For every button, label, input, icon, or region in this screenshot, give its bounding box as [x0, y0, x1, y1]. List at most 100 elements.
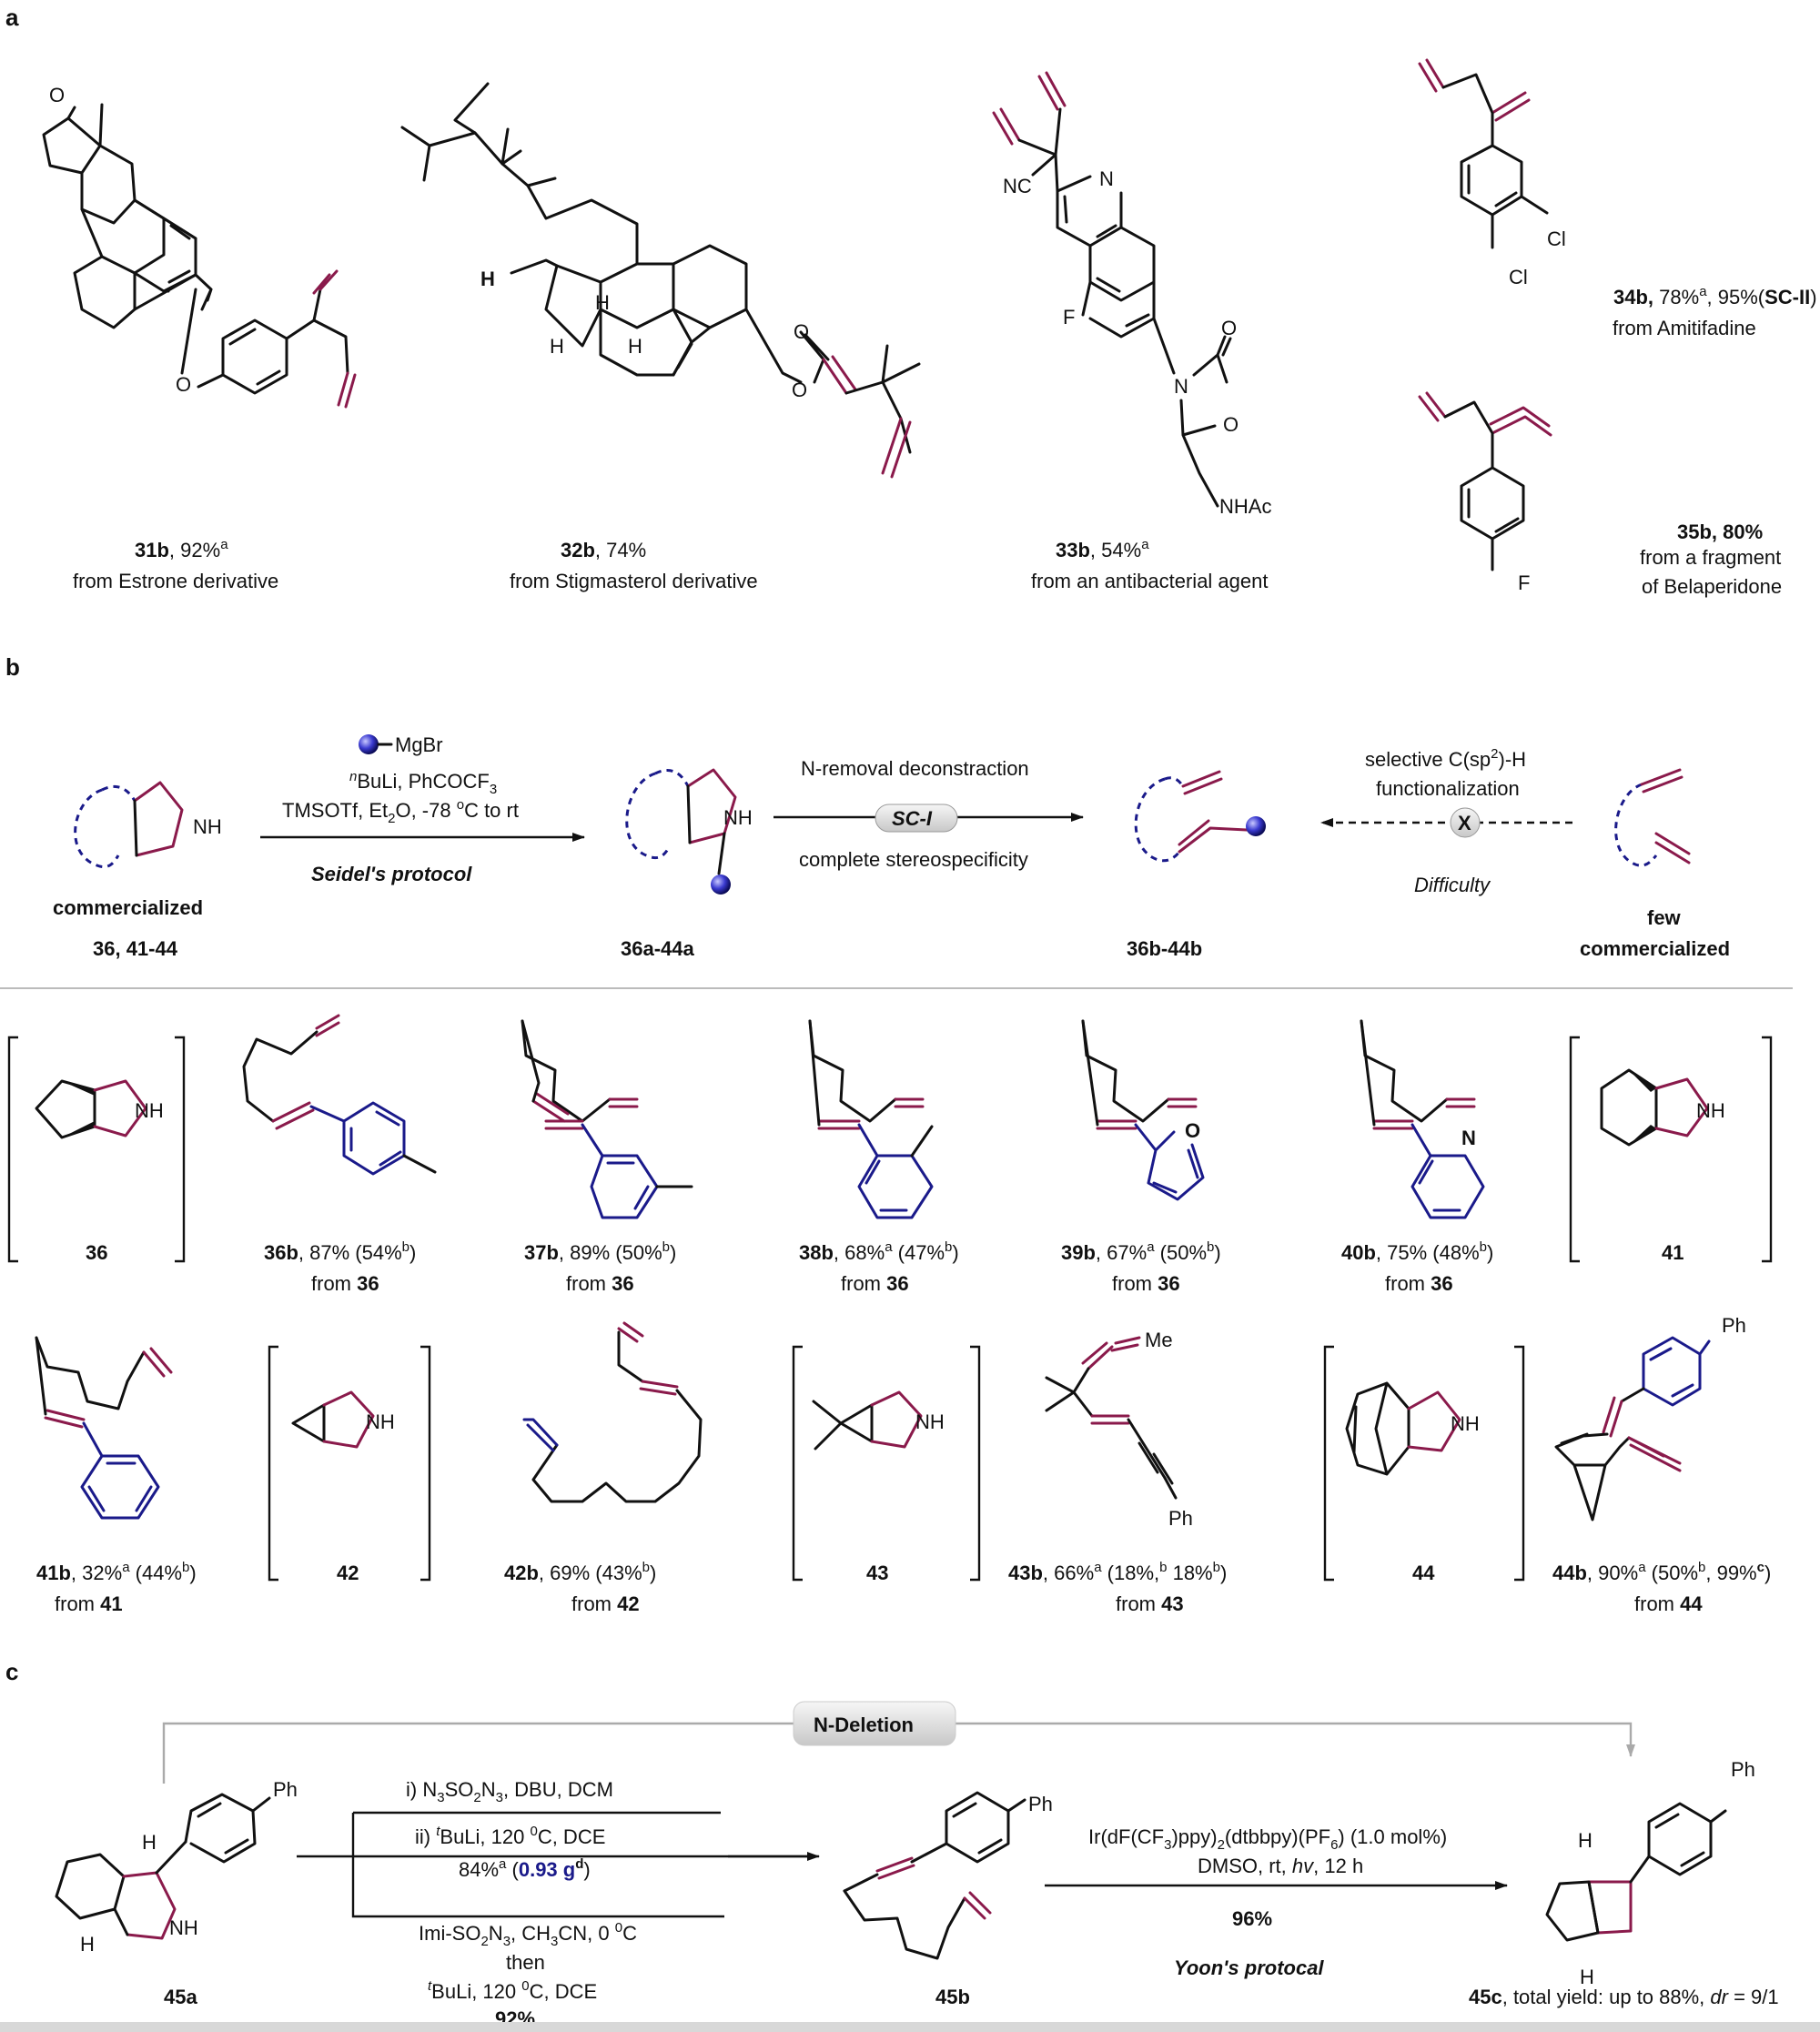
- cond-ir-2: DMSO, rt, hv, 12 h: [1198, 1855, 1363, 1877]
- caption-35b-source-1: from a fragment: [1640, 546, 1781, 569]
- atom-N-pyridine: N: [1461, 1127, 1476, 1149]
- caption-38b-from: from 36: [841, 1272, 909, 1295]
- label-functionalization: functionalization: [1376, 777, 1520, 800]
- substituent-ball-icon: [711, 874, 731, 895]
- label-41: 41: [1662, 1241, 1684, 1264]
- caption-42b: 42b, 69% (43%b): [504, 1560, 656, 1584]
- caption-32b-source: from Stigmasterol derivative: [510, 570, 758, 592]
- atom-Ph-44b: Ph: [1722, 1314, 1746, 1337]
- n-deletion-badge: [793, 1701, 956, 1746]
- structure-45b: Ph: [843, 1791, 1053, 1960]
- atom-Ph-45c: Ph: [1731, 1758, 1755, 1781]
- caption-31b-source: from Estrone derivative: [73, 570, 278, 592]
- label-stereospecificity: complete stereospecificity: [799, 848, 1028, 871]
- structure-32b: H H H H O O: [400, 82, 921, 479]
- caption-44b-from: from 44: [1634, 1592, 1703, 1615]
- atom-H1: H: [480, 268, 495, 290]
- label-commercialized: commercialized: [53, 896, 203, 919]
- reagent-tmsotf: TMSOTf, Et2O, -78 oC to rt: [282, 797, 519, 826]
- atom-O3: O: [792, 379, 807, 401]
- caption-39b-from: from 36: [1112, 1272, 1180, 1295]
- atom-Ph-45b: Ph: [1028, 1793, 1053, 1815]
- product-ball-icon: [1246, 816, 1266, 836]
- atom-H2: H: [595, 291, 610, 314]
- cond-line-3: 84%a (0.93 gd): [459, 1856, 591, 1881]
- atom-O5: O: [1221, 317, 1237, 339]
- n-deletion-label: N-Deletion: [814, 1714, 914, 1736]
- atom-NC: NC: [1003, 175, 1032, 197]
- structure-44b: Ph: [1554, 1314, 1746, 1521]
- structure-43b: Me Ph: [1045, 1329, 1193, 1530]
- cond-line-5: then: [506, 1951, 545, 1974]
- blocked-x-label: X: [1458, 812, 1471, 834]
- label-seidel: Seidel's protocol: [311, 863, 472, 885]
- structure-45a: H H NH Ph: [55, 1778, 298, 1956]
- atom-Cl1: Cl: [1547, 227, 1566, 250]
- caption-37b: 37b, 89% (50%b): [524, 1239, 676, 1264]
- sc-i-badge: [875, 804, 958, 833]
- caption-41b: 41b, 32%a (44%b): [36, 1560, 197, 1584]
- caption-43b-from: from 43: [1116, 1592, 1184, 1615]
- reagent-nbuli: nBuLi, PhCOCF3: [349, 769, 497, 797]
- atom-Ph-45a: Ph: [273, 1778, 298, 1801]
- atom-Ph-43b: Ph: [1168, 1507, 1193, 1530]
- atom-NH-44: NH: [1451, 1412, 1480, 1435]
- atom-NH-36: NH: [135, 1099, 164, 1122]
- caption-34b-yield: 34b, 78%a, 95%(SC-II): [1613, 284, 1817, 308]
- caption-34b-source: from Amitifadine: [1613, 317, 1756, 339]
- structure-36b: [242, 1014, 437, 1176]
- atom-H-45a-top: H: [142, 1831, 157, 1854]
- atom-NH-start: NH: [193, 815, 222, 838]
- reagent-mgbr: MgBr: [395, 733, 443, 756]
- cond-line-6: tBuLi, 120 0C, DCE: [428, 1978, 597, 2003]
- caption-40b: 40b, 75% (48%b): [1341, 1239, 1493, 1264]
- label-difficulty: Difficulty: [1414, 874, 1491, 896]
- caption-37b-from: from 36: [566, 1272, 634, 1295]
- atom-O-furan: O: [1185, 1119, 1200, 1142]
- bracket-44: NH: [1323, 1345, 1525, 1582]
- structure-40b: N: [1360, 1019, 1485, 1219]
- label-36: 36: [86, 1241, 107, 1264]
- structure-42b: [522, 1321, 703, 1503]
- caption-38b: 38b, 68%a (47%b): [799, 1239, 959, 1264]
- scheme-b-intermediate: NH: [625, 768, 753, 895]
- atom-F1: F: [1063, 306, 1075, 329]
- caption-31b-yield: 31b, 92%a: [135, 537, 228, 561]
- atom-NH-42: NH: [366, 1410, 395, 1433]
- atom-O1: O: [49, 84, 65, 106]
- atom-H-45a-bottom: H: [80, 1933, 95, 1956]
- structure-34b: Cl Cl: [1418, 58, 1566, 288]
- scheme-b-start: NH: [74, 781, 222, 868]
- atom-Me: Me: [1145, 1329, 1173, 1351]
- scheme-b-diene: [1614, 768, 1691, 867]
- cond-line-1: i) N3SO2N3, DBU, DCM: [406, 1778, 613, 1805]
- atom-N1: N: [1099, 167, 1114, 190]
- caption-40b-from: from 36: [1385, 1272, 1453, 1295]
- atom-O4: O: [794, 320, 809, 343]
- metal-ball-icon: [359, 734, 379, 754]
- bottom-bar: [0, 2022, 1820, 2032]
- blocked-x-badge: [1450, 807, 1481, 838]
- structure-39b: O: [1081, 1019, 1205, 1201]
- label-96: 96%: [1232, 1907, 1272, 1930]
- atom-H-45c-bottom: H: [1580, 1966, 1594, 1988]
- structure-31b: O O: [42, 84, 357, 409]
- atom-Cl2: Cl: [1509, 266, 1528, 288]
- atom-N2: N: [1174, 375, 1188, 398]
- atom-NH-41: NH: [1696, 1099, 1725, 1122]
- panel-label-b: b: [5, 653, 20, 681]
- bracket-42: NH: [268, 1345, 431, 1582]
- cond-line-4: Imi-SO2N3, CH3CN, 0 0C: [419, 1920, 637, 1949]
- scheme-b-product: [1134, 770, 1266, 863]
- atom-H4: H: [628, 335, 642, 358]
- structure-41b: [35, 1336, 173, 1520]
- caption-32b-yield: 32b, 74%: [561, 539, 646, 561]
- label-n-removal: N-removal deconstraction: [801, 757, 1029, 780]
- atom-NH-45a: NH: [169, 1916, 198, 1939]
- bracket-36: NH: [7, 1036, 186, 1263]
- label-selective: selective C(sp2)-H: [1365, 746, 1526, 771]
- label-few: few: [1647, 906, 1682, 929]
- atom-NH-43: NH: [915, 1410, 945, 1433]
- label-36a-44a: 36a-44a: [621, 937, 695, 960]
